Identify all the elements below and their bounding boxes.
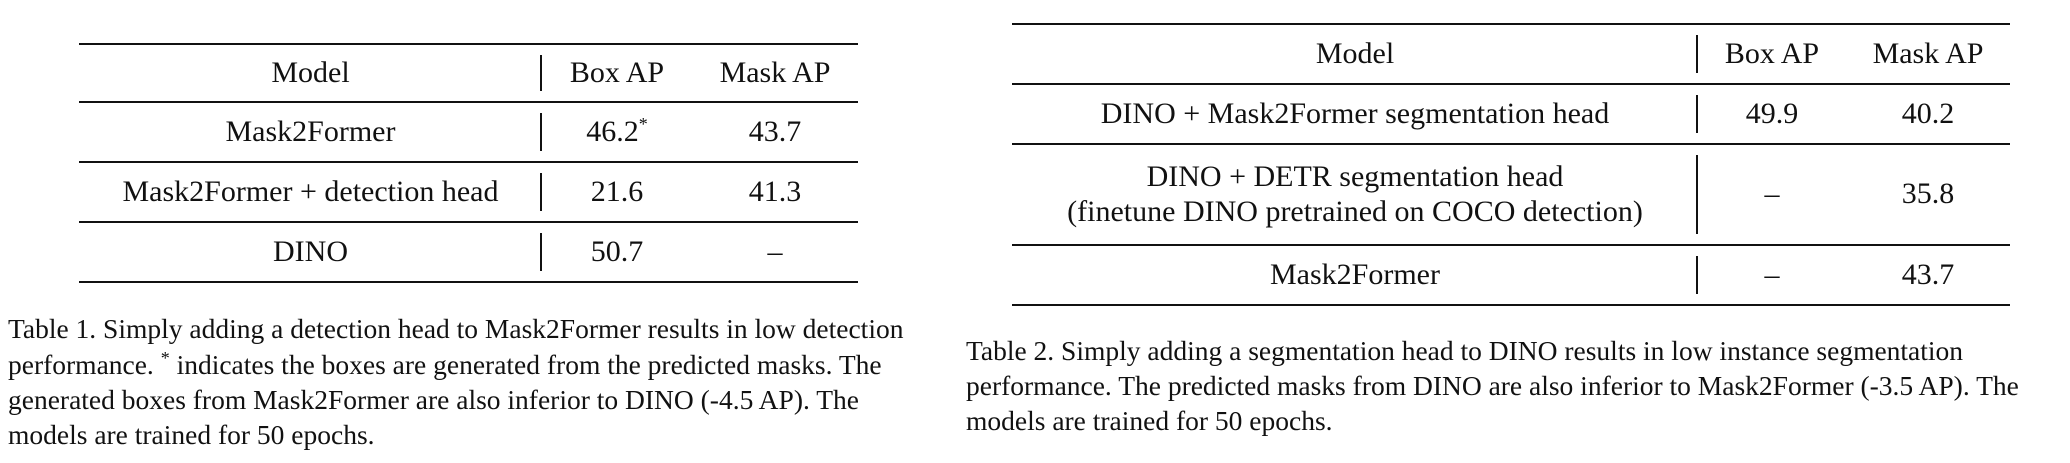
table-row: DINO + DETR segmentation head (finetune … — [1012, 143, 2010, 245]
cell-mask-ap: 43.7 — [1846, 244, 2010, 306]
column-header-box-ap: Box AP — [542, 43, 692, 102]
cell-mask-ap: 41.3 — [692, 161, 858, 222]
cell-box-ap: 50.7 — [542, 221, 692, 283]
column-header-box-ap: Box AP — [1698, 23, 1846, 84]
table-2-grid: Model Box AP Mask AP DINO + Mask2Former … — [1012, 23, 2010, 306]
cell-mask-ap: 43.7 — [692, 101, 858, 162]
cell-box-ap: 46.2* — [542, 101, 692, 162]
cell-model: Mask2Former — [79, 101, 542, 162]
cell-box-ap: – — [1698, 143, 1846, 245]
column-header-mask-ap: Mask AP — [1846, 23, 2010, 84]
cell-box-ap: 21.6 — [542, 161, 692, 222]
cell-mask-ap: – — [692, 221, 858, 283]
column-header-model: Model — [79, 43, 542, 102]
table-1-grid: Model Box AP Mask AP Mask2Former 46.2* 4… — [79, 43, 858, 283]
cell-box-ap: – — [1698, 244, 1846, 306]
table-2: Model Box AP Mask AP DINO + Mask2Former … — [1012, 23, 2010, 306]
table-1: Model Box AP Mask AP Mask2Former 46.2* 4… — [79, 43, 858, 283]
cell-model: DINO + DETR segmentation head (finetune … — [1012, 143, 1698, 245]
cell-box-ap: 49.9 — [1698, 83, 1846, 144]
footnote-mark: * — [160, 347, 170, 368]
column-header-mask-ap: Mask AP — [692, 43, 858, 102]
cell-mask-ap: 40.2 — [1846, 83, 2010, 144]
table-row: Mask2Former + detection head 21.6 41.3 — [79, 161, 858, 222]
cell-model: Mask2Former — [1012, 244, 1698, 306]
table-row-header: Model Box AP Mask AP — [1012, 23, 2010, 84]
column-header-model: Model — [1012, 23, 1698, 84]
cell-model: Mask2Former + detection head — [79, 161, 542, 222]
cell-model: DINO — [79, 221, 542, 283]
table-2-caption: Table 2. Simply adding a segmentation he… — [966, 335, 2019, 436]
table-row: DINO 50.7 – — [79, 221, 858, 283]
cell-mask-ap: 35.8 — [1846, 143, 2010, 245]
table-row: Mask2Former 46.2* 43.7 — [79, 101, 858, 162]
table-1-caption: Table 1. Simply adding a detection head … — [8, 313, 904, 450]
table-row-header: Model Box AP Mask AP — [79, 43, 858, 102]
table-row: Mask2Former – 43.7 — [1012, 244, 2010, 306]
cell-model: DINO + Mask2Former segmentation head — [1012, 83, 1698, 144]
table-row: DINO + Mask2Former segmentation head 49.… — [1012, 83, 2010, 144]
